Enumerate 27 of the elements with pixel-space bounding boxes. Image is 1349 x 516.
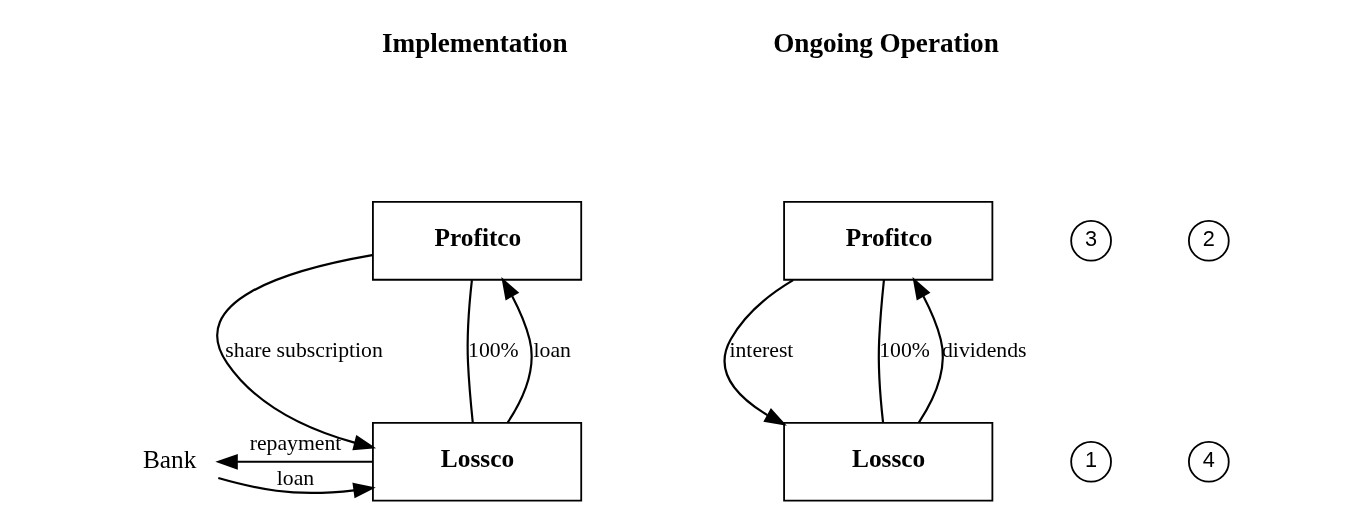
connector	[877, 279, 885, 423]
arrow	[215, 453, 373, 470]
node-box: Lossco	[372, 421, 583, 502]
node-box: Profitco	[783, 200, 994, 281]
edge-label: interest	[729, 337, 794, 362]
connector	[466, 279, 474, 423]
node-text: Bank	[142, 445, 197, 474]
arrow	[723, 279, 794, 426]
arrow	[218, 476, 376, 499]
arrow	[216, 254, 377, 451]
label: Implementation	[381, 28, 568, 59]
edge-label: share subscription	[225, 337, 383, 362]
edge-label: loan	[276, 465, 315, 490]
node-box: Profitco	[372, 200, 583, 281]
label: 1	[1085, 447, 1098, 473]
arrow	[912, 277, 944, 424]
label: 4	[1202, 447, 1215, 473]
label: Ongoing Operation	[773, 28, 999, 59]
arrow	[501, 277, 533, 424]
label: 3	[1085, 226, 1098, 252]
label: 2	[1202, 226, 1215, 252]
node-box: Lossco	[783, 421, 994, 502]
edge-label: repayment	[249, 431, 342, 456]
edge-label: 100%	[879, 337, 930, 362]
edge-label: 100%	[468, 337, 519, 362]
edge-label: dividends	[942, 337, 1027, 362]
edge-label: loan	[533, 337, 571, 362]
